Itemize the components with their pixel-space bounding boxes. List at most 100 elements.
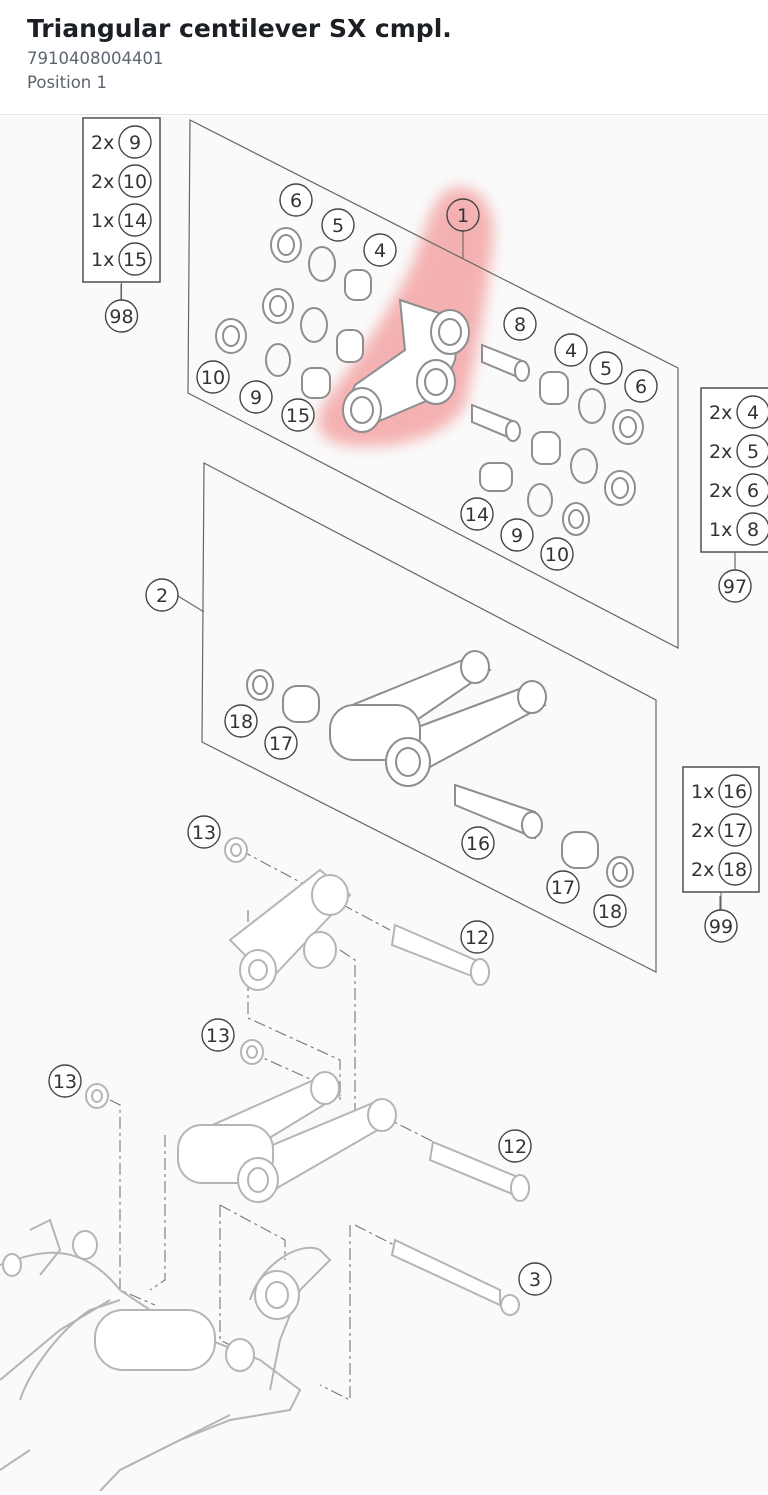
callout-circle — [363, 233, 397, 267]
kit-qty: 2x — [691, 820, 714, 842]
kit-part-circle — [118, 242, 152, 276]
callout-label: 8 — [514, 314, 526, 336]
callout-14[interactable]: 14 — [460, 497, 494, 531]
kit-part-label: 9 — [129, 132, 141, 154]
part-number: 7910408004401 — [27, 49, 164, 68]
callout-label: 2 — [156, 585, 168, 607]
callout-circle — [589, 351, 623, 385]
callout-label: 18 — [229, 711, 253, 733]
callout-9[interactable]: 9 — [500, 518, 534, 552]
callout-4[interactable]: 4 — [554, 333, 588, 367]
callout-6[interactable]: 6 — [624, 369, 658, 403]
callout-circle — [321, 208, 355, 242]
callout-label: 6 — [290, 190, 302, 212]
callout-label: 17 — [269, 733, 293, 755]
kit-id-label: 97 — [723, 576, 747, 598]
kit-part-circle — [718, 774, 752, 808]
callout-label: 4 — [374, 240, 386, 262]
kit-id-circle — [104, 299, 139, 333]
callout-5[interactable]: 5 — [321, 208, 355, 242]
callout-circle — [224, 704, 258, 738]
callout-17[interactable]: 17 — [264, 726, 298, 760]
kit-part-label: 4 — [747, 402, 759, 424]
callout-circle — [446, 198, 480, 232]
kit-qty: 2x — [91, 171, 114, 193]
kit-qty: 2x — [691, 859, 714, 881]
callout-label: 5 — [600, 358, 612, 380]
callout-6[interactable]: 6 — [279, 183, 313, 217]
callout-10[interactable]: 10 — [196, 360, 230, 394]
callout-circle — [540, 537, 574, 571]
kit-qty: 2x — [709, 402, 732, 424]
callout-3[interactable]: 3 — [518, 1262, 552, 1296]
callout-circle — [624, 369, 658, 403]
diagram-canvas: 1654109158456149102181716171813121313123… — [0, 117, 768, 1492]
position-label: Position 1 — [27, 73, 107, 92]
kit-part-label: 5 — [747, 441, 759, 463]
callout-circle — [239, 380, 273, 414]
kit-part-circle — [718, 813, 752, 847]
kit-qty: 1x — [691, 781, 714, 803]
callout-label: 16 — [466, 833, 490, 855]
callout-circle — [546, 870, 580, 904]
callout-5[interactable]: 5 — [589, 351, 623, 385]
kit-part-circle — [736, 473, 768, 507]
callout-17[interactable]: 17 — [546, 870, 580, 904]
callout-18[interactable]: 18 — [224, 704, 258, 738]
callout-circle — [518, 1262, 552, 1296]
kit-part-circle — [118, 164, 152, 198]
callout-circle — [460, 497, 494, 531]
frame-1 — [187, 119, 679, 649]
callout-circle — [500, 518, 534, 552]
callout-label: 17 — [551, 877, 575, 899]
kit-qty: 2x — [91, 132, 114, 154]
page-header: Triangular centilever SX cmpl. 791040800… — [0, 0, 768, 115]
kit-part-label: 18 — [723, 859, 747, 881]
callout-9[interactable]: 9 — [239, 380, 273, 414]
callout-18[interactable]: 18 — [593, 894, 627, 928]
kit-part-circle — [118, 125, 152, 159]
kit-id-circle — [718, 569, 752, 603]
kit-qty: 1x — [91, 249, 114, 271]
callout-label: 18 — [598, 901, 622, 923]
callout-15[interactable]: 15 — [281, 398, 315, 432]
kit-part-circle — [718, 852, 752, 886]
callout-label: 12 — [503, 1136, 527, 1158]
callout-16[interactable]: 16 — [461, 826, 495, 860]
kit-id-label: 99 — [709, 916, 733, 938]
kit-part-label: 10 — [123, 171, 147, 193]
callout-label: 15 — [286, 405, 310, 427]
callout-13[interactable]: 13 — [187, 815, 221, 849]
callout-circle — [48, 1064, 82, 1098]
callout-circle — [196, 360, 230, 394]
callout-label: 10 — [545, 544, 569, 566]
callout-circle — [279, 183, 313, 217]
callout-circle — [460, 920, 494, 954]
callout-label: 3 — [529, 1269, 541, 1291]
callout-10[interactable]: 10 — [540, 537, 574, 571]
assembly-parts — [0, 837, 530, 1492]
callout-label: 10 — [201, 367, 225, 389]
callout-13[interactable]: 13 — [201, 1018, 235, 1052]
callout-2[interactable]: 2 — [145, 578, 179, 612]
callout-12[interactable]: 12 — [460, 920, 494, 954]
callout-circle — [503, 307, 537, 341]
callout-12[interactable]: 12 — [498, 1129, 532, 1163]
callout-label: 14 — [465, 504, 489, 526]
kit-part-circle — [118, 203, 152, 237]
kit-qty: 2x — [709, 441, 732, 463]
callout-8[interactable]: 8 — [503, 307, 537, 341]
callout-4[interactable]: 4 — [363, 233, 397, 267]
kit-qty: 1x — [709, 519, 732, 541]
kit-part-circle — [736, 512, 768, 546]
callout-circle — [264, 726, 298, 760]
callout-1[interactable]: 1 — [446, 198, 480, 232]
callout-label: 1 — [457, 205, 469, 227]
callout-13[interactable]: 13 — [48, 1064, 82, 1098]
callout-label: 12 — [465, 927, 489, 949]
